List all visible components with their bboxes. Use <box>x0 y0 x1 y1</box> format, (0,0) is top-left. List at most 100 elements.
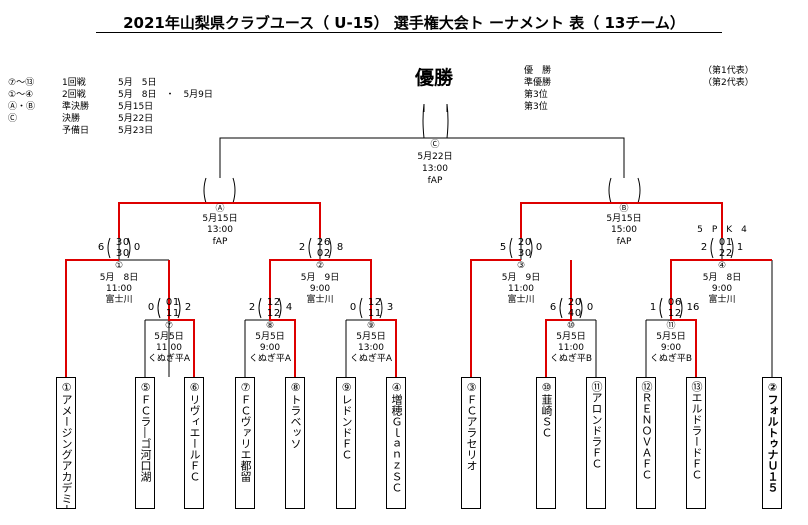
score: 3 <box>517 248 525 259</box>
score: 2 <box>316 237 324 248</box>
rep-label: （第2代表） <box>703 78 754 88</box>
team-box[interactable]: ⑨ レドンドＦＣ <box>336 377 356 509</box>
score: 1 <box>367 308 375 319</box>
team-number: ④ <box>390 381 403 394</box>
score: 1 <box>374 308 382 319</box>
score: 2 <box>725 248 733 259</box>
team-number: ⑫ <box>640 381 653 392</box>
final-date: 5月22日 <box>417 152 453 162</box>
team-name: フォルトゥナＵ１５ <box>766 394 779 493</box>
score: 0 <box>586 302 594 313</box>
team-number: ② <box>766 381 779 394</box>
legend-round: 予備日 <box>62 126 90 136</box>
score: 16 <box>686 302 700 313</box>
team-name: 増穂ＧｌａｎｚＳＣ <box>390 394 403 493</box>
final-mark: Ⓒ <box>430 140 440 150</box>
match-mark: ⑨ <box>366 321 376 331</box>
team-number: ⑪ <box>590 381 603 392</box>
score: 0 <box>147 302 155 313</box>
score: 4 <box>285 302 293 313</box>
team-name: ＦＣアラセリオ <box>465 394 478 471</box>
score: 0 <box>122 248 130 259</box>
score: 2 <box>248 302 256 313</box>
team-box[interactable]: ⑦ ＦＣヴァリエ都留 <box>235 377 255 509</box>
team-name: アロンドラＦＣ <box>590 392 603 469</box>
title-underline <box>96 32 722 33</box>
match-date: 5月 9日 <box>501 273 541 283</box>
score: 2 <box>718 248 726 259</box>
match-date: 5月5日 <box>154 332 184 342</box>
score: 3 <box>115 248 123 259</box>
score: 0 <box>574 297 582 308</box>
match-time: 9:00 <box>309 284 331 294</box>
legend-round: 決勝 <box>62 114 81 124</box>
team-box[interactable]: ⑫ ＲＥＮＯＶＡＦＣ <box>636 377 656 509</box>
semi-b-date: 5月15日 <box>606 214 642 224</box>
score: 0 <box>524 248 532 259</box>
score: 1 <box>736 242 744 253</box>
rep-label: （第1代表） <box>703 66 754 76</box>
semi-a-mark: Ⓐ <box>215 204 225 214</box>
match-mark: ③ <box>516 261 526 271</box>
team-name: ＦＣラ―ゴ河口湖 <box>139 394 152 482</box>
team-box[interactable]: ⑧ トラベッソ <box>285 377 305 509</box>
match-venue: 富士川 <box>306 295 334 305</box>
team-box[interactable]: ④ 増穂ＧｌａｎｚＳＣ <box>386 377 406 509</box>
match-date: 5月5日 <box>656 332 686 342</box>
match-mark: ④ <box>717 261 727 271</box>
legend-round: 準決勝 <box>62 102 90 112</box>
match-mark: ① <box>114 261 124 271</box>
team-name: ＦＣヴァリエ都留 <box>239 394 252 482</box>
score: 0 <box>316 248 324 259</box>
match-mark: ⑩ <box>566 321 576 331</box>
score: 0 <box>349 302 357 313</box>
page-title: 2021年山梨県クラブユース（ U-15） 選手権大会ト ーナメント 表（ 13… <box>123 14 685 32</box>
match-mark: ⑦ <box>164 321 174 331</box>
score: 0 <box>165 297 173 308</box>
match-venue: 富士川 <box>105 295 133 305</box>
score: 5 <box>499 242 507 253</box>
semi-b-venue: fAP <box>616 237 632 247</box>
score: 0 <box>535 242 543 253</box>
team-box[interactable]: ⑤ ＦＣラ―ゴ河口湖 <box>135 377 155 509</box>
score: 1 <box>266 308 274 319</box>
team-box[interactable]: ⑬ エルドラードＦＣ <box>686 377 706 509</box>
team-number: ① <box>60 381 73 394</box>
score: 2 <box>517 237 525 248</box>
team-box[interactable]: ② フォルトゥナＵ１５ <box>762 377 782 509</box>
team-box[interactable]: ① アメージングアカデミー <box>56 377 76 509</box>
match-date: 5月5日 <box>255 332 285 342</box>
team-number: ⑧ <box>289 381 302 394</box>
team-name: レドンドＦＣ <box>340 394 353 460</box>
match-time: 11:00 <box>106 284 132 294</box>
team-box[interactable]: ⑥ リヴィエールＦＣ <box>184 377 204 509</box>
semi-b-time: 15:00 <box>611 225 637 235</box>
score: 6 <box>323 237 331 248</box>
team-number: ⑦ <box>239 381 252 394</box>
team-box[interactable]: ⑩ 韮崎ＳＣ <box>536 377 556 509</box>
final-venue: fAP <box>427 176 443 186</box>
legend-date: 5月 5日 <box>118 78 157 88</box>
rank-label: 第3位 <box>524 90 548 100</box>
score: 0 <box>133 242 141 253</box>
team-number: ⑨ <box>340 381 353 394</box>
score: 2 <box>567 297 575 308</box>
score: 2 <box>374 297 382 308</box>
legend-date: 5月 8日 ・ 5月9日 <box>118 90 213 100</box>
team-box[interactable]: ⑪ アロンドラＦＣ <box>586 377 606 509</box>
legend-mark: ①～④ <box>8 90 34 100</box>
team-box[interactable]: ③ ＦＣアラセリオ <box>461 377 481 509</box>
match-time: 11:00 <box>558 343 584 353</box>
match-time: 11:00 <box>508 284 534 294</box>
team-name: リヴィエールＦＣ <box>188 394 201 482</box>
semi-a-date: 5月15日 <box>202 214 238 224</box>
score: 2 <box>323 248 331 259</box>
score: 1 <box>725 237 733 248</box>
score: 4 <box>567 308 575 319</box>
match-venue: くぬぎ平A <box>350 354 392 364</box>
match-venue: くぬぎ平A <box>148 354 190 364</box>
match-date: 5月 9日 <box>300 273 340 283</box>
legend-round: 1回戦 <box>62 78 86 88</box>
legend-round: 2回戦 <box>62 90 86 100</box>
score: 1 <box>367 297 375 308</box>
